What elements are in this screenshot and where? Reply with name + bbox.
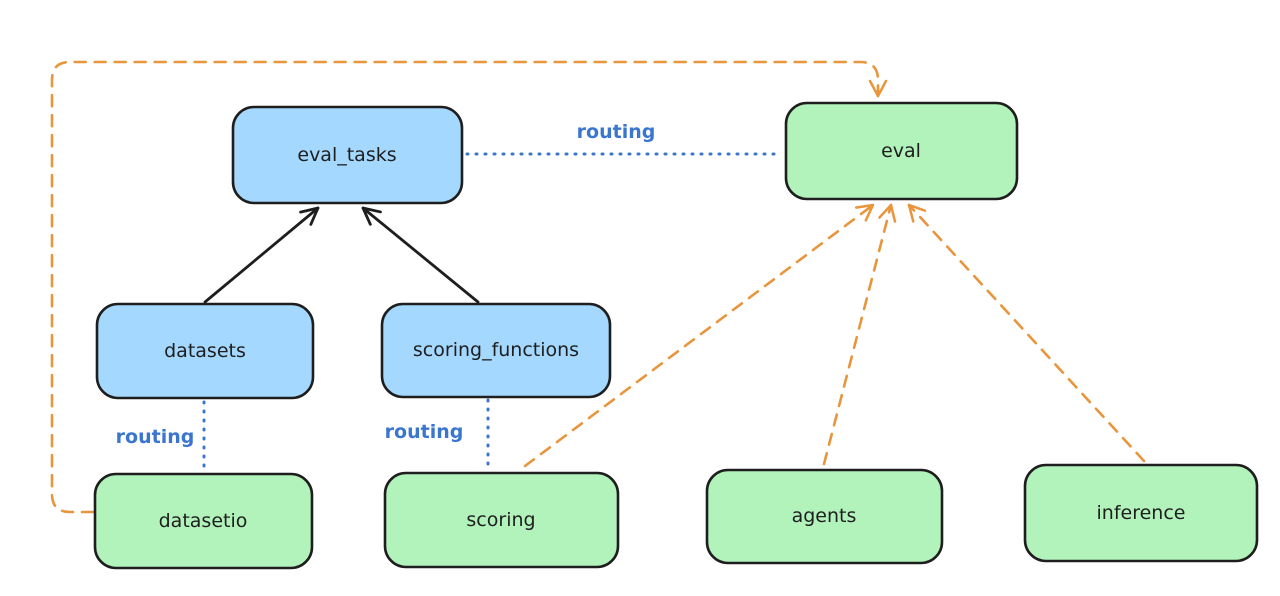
node-eval-tasks: eval_tasks [231,105,464,205]
node-eval-label: eval [881,140,921,162]
node-eval-box [784,101,1019,201]
edges-layer [50,60,1146,514]
node-scoring-box [383,471,620,569]
node-agents-label: agents [792,505,857,527]
node-datasetio: datasetio [93,472,314,570]
node-scoring-functions-label: scoring_functions [413,339,579,361]
edge-datasetio-to-eval [50,60,888,514]
node-datasets-label: datasets [164,340,246,362]
node-scoring-functions-box [380,302,612,399]
node-datasets: datasets [95,302,315,400]
node-agents-box [705,468,944,565]
edge-agents-to-eval [822,203,897,466]
node-eval: eval [784,101,1019,201]
node-eval-tasks-box [231,105,464,205]
node-datasetio-label: datasetio [159,510,248,532]
node-inference: inference [1023,463,1259,563]
node-inference-box [1023,463,1259,563]
nodes-layer: eval_tasks eval datasets scoring_functio… [93,101,1259,570]
routing-label-top: routing [577,121,656,143]
node-eval-tasks-label: eval_tasks [297,144,396,166]
edge-datasets-to-eval-tasks [203,206,320,304]
edge-scoring-to-eval [523,203,875,468]
node-datasets-box [95,302,315,400]
routing-label-left: routing [116,426,195,448]
node-scoring-functions: scoring_functions [380,302,612,399]
edge-inference-to-eval [907,203,1146,463]
node-inference-label: inference [1097,502,1186,524]
routing-label-middle: routing [385,421,464,443]
node-scoring: scoring [383,471,620,569]
node-scoring-label: scoring [466,509,535,531]
node-datasetio-box [93,472,314,570]
edge-scoring-functions-to-eval-tasks [361,206,480,304]
edge-labels-layer: routing routing routing [116,121,656,448]
node-agents: agents [705,468,944,565]
